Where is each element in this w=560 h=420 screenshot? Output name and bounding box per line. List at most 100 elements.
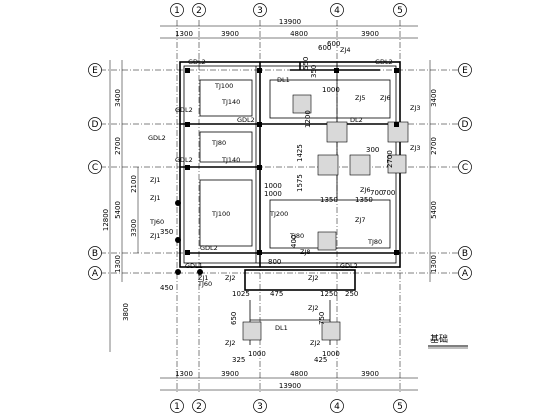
svg-text:325: 325 (232, 356, 245, 364)
svg-text:4: 4 (334, 402, 340, 412)
svg-text:700: 700 (370, 189, 383, 197)
svg-text:1250: 1250 (320, 290, 338, 298)
svg-text:GDL2: GDL2 (375, 58, 393, 66)
svg-text:1425: 1425 (296, 144, 304, 162)
svg-text:ZJ1: ZJ1 (150, 232, 161, 240)
svg-text:ZJ5: ZJ5 (355, 94, 366, 102)
top-total-dim: 13900 (279, 18, 301, 26)
svg-text:TJ100: TJ100 (214, 82, 233, 90)
svg-text:ZJ8: ZJ8 (300, 248, 311, 256)
svg-text:D: D (462, 120, 469, 130)
svg-text:C: C (462, 163, 468, 173)
svg-text:3900: 3900 (361, 30, 379, 38)
svg-text:1: 1 (174, 402, 180, 412)
svg-text:TJ60: TJ60 (149, 218, 164, 226)
svg-text:2700: 2700 (114, 137, 122, 155)
svg-text:TJ100: TJ100 (211, 210, 230, 218)
svg-text:ZJ2: ZJ2 (310, 339, 321, 347)
svg-text:750: 750 (318, 312, 326, 325)
svg-text:GDL2: GDL2 (237, 116, 255, 124)
svg-text:1000: 1000 (322, 86, 340, 94)
bottom-total-dim: 13900 (279, 382, 301, 390)
svg-text:TJ80: TJ80 (367, 238, 382, 246)
svg-text:TJ80: TJ80 (289, 232, 304, 240)
svg-text:DL2: DL2 (350, 116, 363, 124)
svg-text:ZJ4: ZJ4 (340, 46, 351, 54)
svg-text:GDL2: GDL2 (148, 134, 166, 142)
svg-text:2: 2 (196, 6, 202, 16)
svg-text:GDL1: GDL1 (185, 262, 203, 270)
svg-text:GDL2: GDL2 (175, 156, 193, 164)
svg-text:350: 350 (160, 228, 173, 236)
svg-text:E: E (92, 66, 98, 76)
svg-text:4800: 4800 (290, 30, 308, 38)
svg-text:ZJ6: ZJ6 (360, 186, 371, 194)
svg-text:1000: 1000 (322, 350, 340, 358)
svg-text:700: 700 (382, 189, 395, 197)
svg-text:TJ140: TJ140 (221, 98, 240, 106)
svg-text:ZJ1: ZJ1 (150, 176, 161, 184)
svg-text:5400: 5400 (114, 201, 122, 219)
svg-text:TJ80: TJ80 (211, 139, 226, 147)
svg-text:ZJ2: ZJ2 (308, 304, 319, 312)
svg-text:3: 3 (257, 402, 263, 412)
svg-text:ZJ1: ZJ1 (198, 274, 209, 282)
svg-text:350: 350 (310, 65, 318, 78)
svg-text:3900: 3900 (221, 370, 239, 378)
svg-text:2700: 2700 (430, 137, 438, 155)
svg-text:400: 400 (290, 235, 298, 248)
svg-text:1200: 1200 (304, 110, 312, 128)
svg-text:550: 550 (302, 57, 310, 70)
svg-text:5400: 5400 (430, 201, 438, 219)
svg-text:1350: 1350 (320, 196, 338, 204)
svg-text:TJ60: TJ60 (197, 280, 212, 288)
misc-dimensions: 600 600 350 550 1000 1000 1000 1200 1425… (160, 40, 395, 364)
svg-text:TJ200: TJ200 (269, 210, 288, 218)
column-markers (175, 68, 399, 275)
svg-text:4800: 4800 (290, 370, 308, 378)
top-dimension-lines: 13900 1300 3900 4800 3900 (160, 18, 418, 39)
svg-text:ZJ1: ZJ1 (150, 194, 161, 202)
svg-text:600: 600 (318, 44, 331, 52)
left-axis-bubbles: E D C B A (88, 63, 102, 280)
right-axis-bubbles: E D C B A (458, 63, 472, 280)
svg-text:ZJ3: ZJ3 (410, 104, 421, 112)
svg-text:E: E (462, 66, 468, 76)
drawing-title: 基础 (428, 333, 468, 349)
svg-text:5: 5 (397, 402, 403, 412)
svg-text:3900: 3900 (221, 30, 239, 38)
svg-text:1300: 1300 (114, 255, 122, 273)
svg-text:D: D (92, 120, 99, 130)
svg-text:5: 5 (397, 6, 403, 16)
svg-text:B: B (92, 249, 98, 259)
right-dimension-lines: 3400 2700 5400 1300 (429, 60, 438, 282)
svg-text:GDL2: GDL2 (188, 58, 206, 66)
svg-text:GDL2: GDL2 (200, 244, 218, 252)
svg-text:C: C (92, 163, 98, 173)
svg-text:GDL2: GDL2 (175, 106, 193, 114)
svg-text:2700: 2700 (386, 150, 394, 168)
svg-text:1: 1 (174, 6, 180, 16)
svg-text:3400: 3400 (114, 89, 122, 107)
svg-text:3: 3 (257, 6, 263, 16)
svg-text:2100: 2100 (130, 175, 138, 193)
svg-text:ZJ2: ZJ2 (225, 339, 236, 347)
svg-text:12800: 12800 (102, 209, 110, 231)
svg-text:A: A (462, 269, 469, 279)
svg-text:1000: 1000 (264, 182, 282, 190)
svg-text:DL1: DL1 (275, 324, 288, 332)
svg-text:3300: 3300 (130, 219, 138, 237)
svg-text:450: 450 (160, 284, 173, 292)
svg-text:GDL2: GDL2 (340, 262, 358, 270)
svg-text:250: 250 (345, 290, 358, 298)
svg-text:800: 800 (268, 258, 281, 266)
svg-text:1025: 1025 (232, 290, 250, 298)
footing-pads (242, 94, 409, 341)
top-axis-bubbles: 1 2 3 4 5 (170, 3, 407, 17)
svg-text:1300: 1300 (430, 255, 438, 273)
svg-text:650: 650 (230, 312, 238, 325)
svg-text:1000: 1000 (264, 190, 282, 198)
svg-text:ZJ3: ZJ3 (410, 144, 421, 152)
